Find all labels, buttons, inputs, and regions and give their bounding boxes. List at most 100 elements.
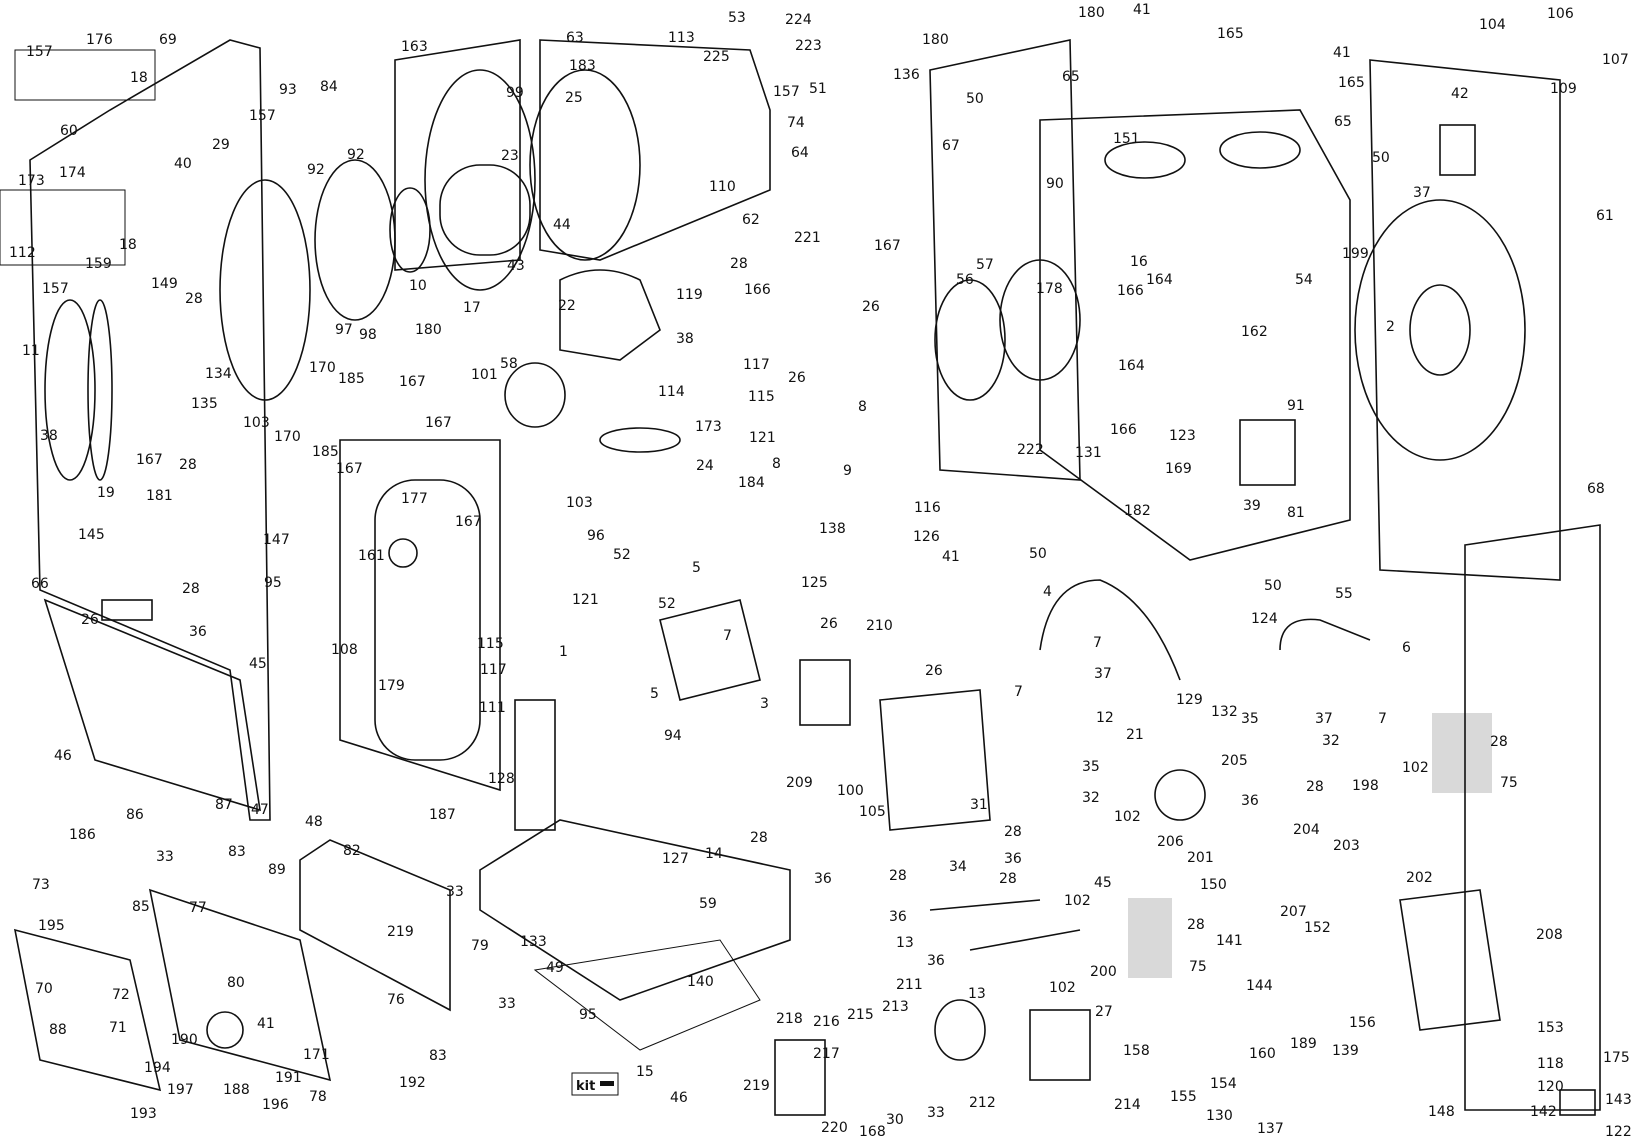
part-number-label: 28 (1490, 734, 1508, 750)
part-number-label: 128 (488, 771, 515, 787)
part-number-label: 198 (1352, 778, 1379, 794)
part-number-label: 180 (1078, 5, 1105, 21)
part-number-label: 154 (1210, 1076, 1237, 1092)
part-number-label: 120 (1537, 1079, 1564, 1095)
opening-151 (1104, 141, 1186, 179)
part-number-label: 41 (1333, 45, 1351, 61)
brand-badge (101, 599, 153, 621)
part-number-label: 113 (668, 30, 695, 46)
part-number-label: 83 (228, 844, 246, 860)
sensor-box-210 (799, 659, 851, 726)
pipe-36-13 (969, 929, 1081, 951)
part-number-label: 36 (1241, 793, 1259, 809)
valve-205 (1154, 769, 1206, 821)
part-number-label: 182 (1124, 503, 1151, 519)
part-number-label: 28 (730, 256, 748, 272)
part-number-label: 156 (1349, 1015, 1376, 1031)
part-number-label: 67 (942, 138, 960, 154)
part-number-label: 210 (866, 618, 893, 634)
part-number-label: 137 (1257, 1121, 1284, 1137)
part-number-label: 81 (1287, 505, 1305, 521)
heat-exchanger (539, 39, 771, 261)
part-number-label: 119 (676, 287, 703, 303)
part-number-label: 136 (893, 67, 920, 83)
kit-badge-frame (571, 1072, 619, 1096)
part-number-label: 75 (1189, 959, 1207, 975)
part-number-label: 72 (112, 987, 130, 1003)
part-number-label: 104 (1479, 17, 1506, 33)
part-number-label: 29 (212, 137, 230, 153)
part-number-label: 147 (263, 532, 290, 548)
burner-tube (439, 164, 531, 256)
part-number-label: 50 (1264, 578, 1282, 594)
part-number-label: 167 (874, 238, 901, 254)
part-number-label: 159 (85, 256, 112, 272)
part-number-label: 50 (1029, 546, 1047, 562)
part-number-label: 28 (750, 830, 768, 846)
part-number-label: 33 (927, 1105, 945, 1121)
part-number-label: 200 (1090, 964, 1117, 980)
part-number-label: 52 (658, 596, 676, 612)
part-number-label: 161 (358, 548, 385, 564)
part-number-label: 151 (1113, 131, 1140, 147)
part-number-label: 199 (1342, 246, 1369, 262)
part-number-label: 80 (227, 975, 245, 991)
part-number-label: 157 (773, 84, 800, 100)
part-number-label: 139 (1332, 1043, 1359, 1059)
part-number-label: 30 (886, 1112, 904, 1128)
part-number-label: 76 (387, 992, 405, 1008)
part-number-label: 118 (1537, 1056, 1564, 1072)
side-panel-68 (1464, 524, 1601, 1111)
part-number-label: 221 (794, 230, 821, 246)
part-number-label: 103 (243, 415, 270, 431)
part-number-label: 91 (1287, 398, 1305, 414)
part-number-label: 127 (662, 851, 689, 867)
part-number-label: 40 (174, 156, 192, 172)
part-number-label: 74 (787, 115, 805, 131)
part-number-label: 114 (658, 384, 685, 400)
part-number-label: 129 (1176, 692, 1203, 708)
callout-box-ignition (0, 189, 126, 266)
gasket-10 (389, 187, 431, 273)
part-number-label: 183 (569, 58, 596, 74)
part-number-label: 28 (1004, 824, 1022, 840)
sight-glass-161 (388, 538, 418, 568)
part-number-label: 98 (359, 327, 377, 343)
part-number-label: 115 (477, 636, 504, 652)
part-number-label: 95 (579, 1007, 597, 1023)
part-number-label: 102 (1114, 809, 1141, 825)
part-number-label: 51 (809, 81, 827, 97)
part-number-label: 26 (81, 612, 99, 628)
part-number-label: 117 (743, 357, 770, 373)
part-number-label: 36 (189, 624, 207, 640)
part-number-label: 46 (54, 748, 72, 764)
part-number-label: 109 (1550, 81, 1577, 97)
part-number-label: 215 (847, 1007, 874, 1023)
part-number-label: 170 (274, 429, 301, 445)
part-number-label: 117 (480, 662, 507, 678)
part-number-label: 92 (347, 147, 365, 163)
part-number-label: 153 (1537, 1020, 1564, 1036)
part-number-label: 35 (1241, 711, 1259, 727)
part-number-label: 169 (1165, 461, 1192, 477)
part-number-label: 73 (32, 877, 50, 893)
part-number-label: 23 (501, 148, 519, 164)
part-number-label: 122 (1605, 1124, 1632, 1140)
part-number-label: 12 (1096, 710, 1114, 726)
part-number-label: 162 (1241, 324, 1268, 340)
part-number-label: 50 (966, 91, 984, 107)
pressure-gauge-80 (206, 1011, 244, 1049)
part-number-label: 186 (69, 827, 96, 843)
part-number-label: 142 (1530, 1104, 1557, 1120)
part-number-label: 212 (969, 1095, 996, 1111)
air-vent-42 (1439, 124, 1476, 176)
part-number-label: 132 (1211, 704, 1238, 720)
part-number-label: 175 (1603, 1050, 1630, 1066)
part-number-label: 185 (312, 444, 339, 460)
part-number-label: 4 (1043, 584, 1052, 600)
part-number-label: 24 (696, 458, 714, 474)
part-number-label: 207 (1280, 904, 1307, 920)
part-number-label: 106 (1547, 6, 1574, 22)
